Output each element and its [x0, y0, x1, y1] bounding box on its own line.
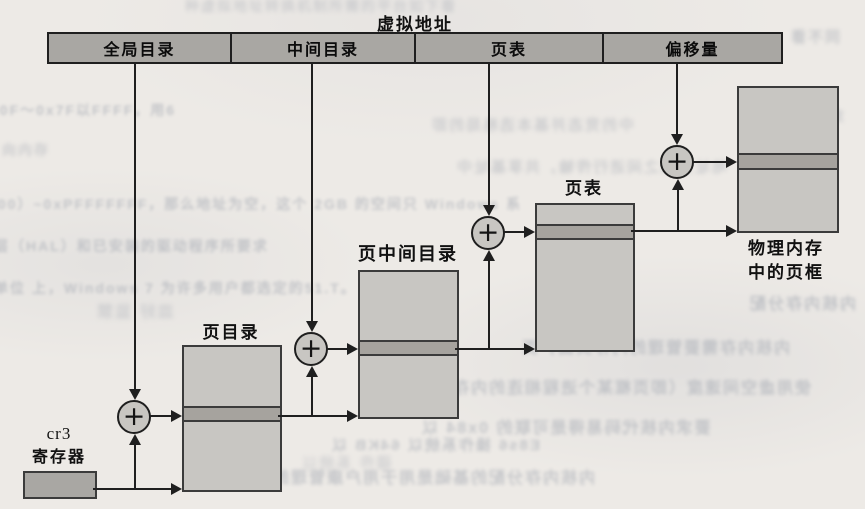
adder-1-output-line: [149, 415, 171, 417]
adder-2-output-line: [326, 348, 347, 350]
branch-cr3-to-adder-1: [134, 445, 136, 490]
arrow-up-icon: [129, 434, 141, 445]
connector-cr3-to-page-directory: [93, 488, 171, 490]
virtual-address-bar: 全局目录 中间目录 页表 偏移量: [47, 32, 783, 64]
cr3-register-box: [23, 471, 97, 499]
field-middle-directory: 中间目录: [232, 34, 416, 62]
adder-2: +: [294, 332, 328, 366]
adder-3-output-line: [503, 231, 524, 233]
arrow-down-icon: [671, 134, 683, 145]
field-global-directory: 全局目录: [49, 34, 232, 62]
arrow-right-icon: [171, 483, 182, 495]
physical-frame-label-line2: 中的页框: [748, 263, 824, 282]
branch-pgd-to-adder-2: [311, 377, 313, 417]
physical-page-frame-box: [737, 86, 839, 233]
page-middle-directory-box: [358, 270, 459, 419]
field-offset: 偏移量: [665, 42, 720, 59]
page-table-entry-row: [537, 224, 633, 240]
drop-line-offset: [676, 62, 678, 135]
arrow-down-icon: [129, 389, 141, 400]
drop-line-page-table: [488, 62, 490, 206]
page-middle-directory-entry-row: [360, 340, 457, 356]
field-page-table: 页表: [416, 34, 604, 62]
page-table-box: [535, 203, 635, 352]
plus-icon: +: [476, 216, 500, 248]
arrow-down-icon: [483, 205, 495, 216]
page-table-label: 页表: [565, 179, 603, 198]
cr3-register-label-line2: 寄存器: [31, 449, 86, 466]
virtual-address-title: 虚拟地址: [377, 15, 453, 34]
page-directory-box: [182, 345, 282, 492]
plus-icon: +: [122, 400, 146, 432]
drop-line-middle-directory: [311, 62, 313, 322]
arrow-up-icon: [672, 179, 684, 190]
arrow-right-icon: [524, 343, 535, 355]
cr3-register-label-line1: cr3: [46, 424, 72, 443]
arrow-right-icon: [171, 410, 182, 422]
physical-frame-label-line1: 物理内存: [748, 239, 824, 258]
plus-icon: +: [299, 332, 323, 364]
connector-pmd-to-pt: [455, 348, 524, 350]
adder-4-output-line: [692, 161, 726, 163]
branch-pt-to-adder-4: [677, 190, 679, 232]
page-directory-entry-row: [184, 406, 280, 422]
branch-pmd-to-adder-3: [488, 261, 490, 349]
arrow-right-icon: [524, 226, 535, 238]
adder-4: +: [660, 145, 694, 179]
drop-line-global-directory: [134, 62, 136, 390]
arrow-right-icon: [726, 156, 737, 168]
arrow-up-icon: [306, 366, 318, 377]
plus-icon: +: [665, 145, 689, 177]
arrow-up-icon: [483, 250, 495, 261]
page-directory-label: 页目录: [202, 323, 260, 342]
adder-3: +: [471, 216, 505, 250]
arrow-right-icon: [726, 225, 737, 237]
physical-page-frame-row: [739, 153, 837, 170]
adder-1: +: [117, 400, 151, 434]
arrow-right-icon: [347, 410, 358, 422]
page-middle-directory-label: 页中间目录: [358, 244, 458, 264]
arrow-right-icon: [347, 343, 358, 355]
arrow-down-icon: [306, 321, 318, 332]
